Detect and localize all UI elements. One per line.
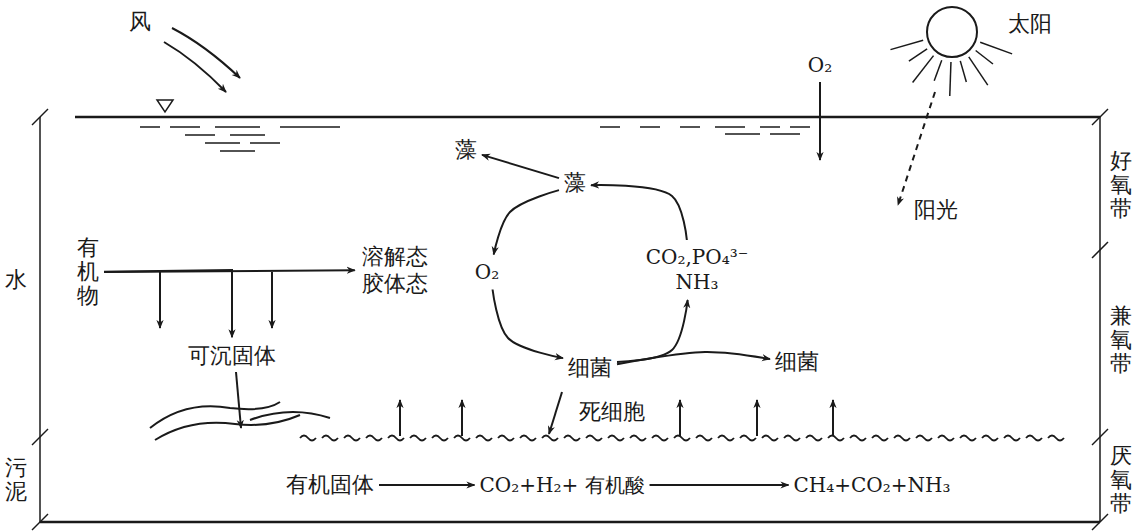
organic-matter: 有机物: [77, 236, 99, 309]
oxygen: O₂: [475, 260, 499, 285]
algae: 藻: [564, 169, 586, 197]
sunlight-label: 阳光: [914, 197, 958, 223]
settleable-solids: 可沉固体: [188, 342, 276, 370]
dissolved-colloidal: 溶解态 胶体态: [360, 243, 430, 298]
flow-arrow: [493, 290, 563, 359]
flow-arrow: [617, 300, 688, 362]
bacteria-output: 细菌: [775, 348, 819, 376]
oxygen-label: O₂: [808, 53, 832, 77]
flow-arrow: [650, 484, 789, 486]
node-text: 可沉固体: [188, 342, 276, 370]
algae-output: 藻: [455, 136, 477, 164]
nutrients: CO₂,PO₄³⁻ NH₃: [637, 245, 757, 295]
acid-phase-products: CO₂+H₂+ 有机酸: [479, 473, 644, 498]
anaerobic-zone: 厌氧带: [1110, 444, 1132, 517]
node-text: 藻: [564, 169, 586, 197]
node-text: CH₄+CO₂+NH₃: [794, 473, 951, 498]
flow-arrow: [482, 155, 559, 178]
organic-solids: 有机固体: [286, 471, 374, 499]
flow-arrow: [591, 185, 687, 240]
wind-label: 风: [129, 9, 151, 35]
facultative-zone: 兼氧带: [1110, 304, 1132, 377]
node-text: 藻: [455, 136, 477, 164]
node-text: CO₂,PO₄³⁻ NH₃: [637, 245, 757, 295]
node-text: CO₂+H₂+ 有机酸: [479, 473, 644, 498]
node-text: O₂: [475, 260, 499, 285]
flow-arrow: [617, 352, 770, 364]
dead-cell-label: 死细胞: [579, 399, 645, 425]
bacteria: 细菌: [568, 354, 612, 382]
node-text: 有机固体: [286, 471, 374, 499]
flow-arrow: [494, 190, 559, 254]
aerobic-zone: 好氧带: [1110, 149, 1132, 222]
node-text: 细菌: [775, 348, 819, 376]
flow-arrow: [379, 484, 474, 486]
sun-label: 太阳: [1008, 11, 1052, 37]
node-text: 有机物: [77, 236, 99, 309]
flow-arrow: [104, 270, 232, 337]
node-text: 溶解态 胶体态: [360, 243, 430, 298]
sludge-label: 污泥: [5, 456, 27, 504]
methane-phase-products: CH₄+CO₂+NH₃: [794, 473, 951, 498]
node-text: 细菌: [568, 354, 612, 382]
water-label: 水: [5, 268, 27, 292]
